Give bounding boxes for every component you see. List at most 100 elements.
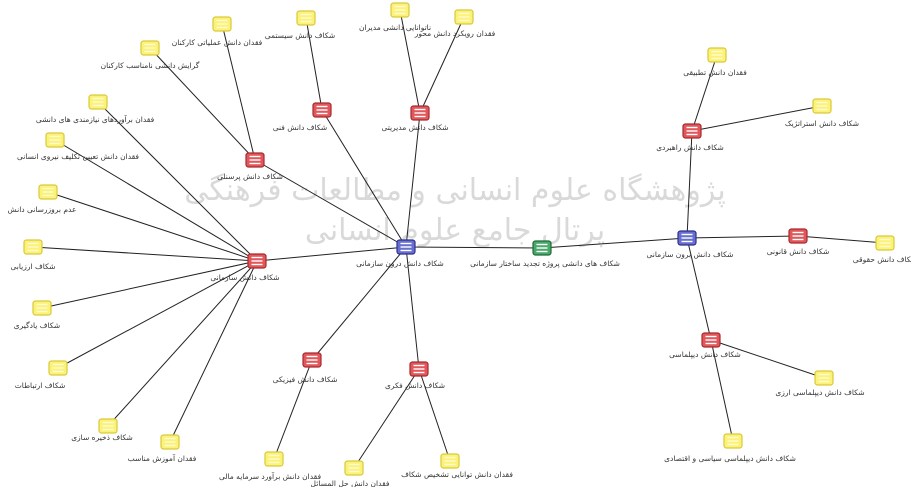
edge-organizational-y_storage (107, 260, 258, 427)
node-label: شکاف دانش دیپلماسی (669, 350, 741, 359)
node-y_capital[interactable]: فقدان دانش برآورد سرمایه مالی (219, 451, 321, 481)
node-label: فقدان برآوردهای نیازمندی های دانشی (36, 114, 155, 124)
node-label: شکاف دانش دیپلماسی ارزی (775, 388, 864, 397)
node-label: شکاف دانش برون سازمانی (647, 250, 734, 259)
node-root[interactable]: شکاف های دانشی پروژه تجدید ساختار سازمان… (470, 240, 620, 268)
edge-organizational-y_communication (57, 260, 258, 369)
node-organizational[interactable]: شکاف دانش سازمانی (210, 253, 280, 282)
node-label: فقدان دانش توانایی تشخیص شکاف (401, 470, 513, 479)
node-label: شکاف دانش درون سازمانی (356, 259, 444, 268)
node-label: شکاف دانش قانونی (767, 247, 830, 256)
watermark: پژوهشگاه علوم انسانی و مطالعات فرهنگی پر… (184, 173, 726, 248)
watermark-line-1: پژوهشگاه علوم انسانی و مطالعات فرهنگی (184, 173, 726, 208)
node-y_communication[interactable]: شکاف ارتباطات (15, 360, 68, 390)
node-label: گرایش دانشی نامناسب کارکنان (101, 61, 200, 70)
node-label: شکاف دانش مدیریتی (381, 123, 448, 132)
edge-inner-personnel (254, 159, 407, 248)
node-inner[interactable]: شکاف دانش درون سازمانی (356, 239, 444, 268)
edge-organizational-y_evaluation (32, 246, 258, 262)
node-y_learning[interactable]: شکاف یادگیری (14, 300, 60, 330)
node-label: شکاف ارزیابی (11, 262, 56, 271)
node-y_strategic[interactable]: شکاف دانش استراتژیک (785, 98, 859, 128)
edge-diplomacy-y_political (710, 339, 734, 442)
node-y_problem[interactable]: فقدان دانش حل المسائل (311, 460, 390, 487)
node-y_estimates[interactable]: فقدان برآوردهای نیازمندی های دانشی (36, 94, 155, 124)
node-y_workforce[interactable]: فقدان دانش تعیین تکلیف نیروی انسانی (17, 132, 139, 161)
node-personnel[interactable]: شکاف دانش پرسنلی (217, 152, 283, 181)
node-label: فقدان دانش تعیین تکلیف نیروی انسانی (17, 152, 139, 161)
edge-personnel-y_operational (221, 23, 256, 161)
node-label: فقدان آموزش مناسب (128, 453, 197, 463)
edge-organizational-y_learning (41, 260, 258, 309)
node-y_political[interactable]: شکاف دانش دیپلماسی سیاسی و اقتصادی (664, 433, 796, 463)
edge-strategic-y_strategic (691, 105, 823, 132)
node-managerial[interactable]: شکاف دانش مدیریتی (381, 105, 449, 132)
node-legal[interactable]: شکاف دانش قانونی (767, 228, 830, 256)
edge-organizational-y_estimates (97, 101, 258, 262)
node-y_capability[interactable]: ناتوانایی دانشی مدیران (359, 2, 431, 32)
node-y_approach[interactable]: فقدان رویکرد دانش محور (414, 9, 496, 38)
node-y_training[interactable]: فقدان آموزش مناسب (128, 434, 197, 463)
edge-organizational-y_training (169, 260, 258, 443)
node-label: شکاف ذخیره سازی (71, 433, 133, 442)
node-label: فقدان دانش حل المسائل (311, 479, 390, 487)
node-y_storage[interactable]: شکاف ذخیره سازی (71, 418, 133, 442)
node-diplomacy[interactable]: شکاف دانش دیپلماسی (669, 332, 741, 359)
node-label: شکاف دانش فکری (385, 381, 445, 390)
edge-managerial-y_approach (419, 16, 465, 114)
node-y_systemic[interactable]: شکاف دانش سیستمی (265, 10, 335, 40)
node-y_currency[interactable]: شکاف دانش دیپلماسی ارزی (775, 370, 865, 397)
node-y_applied[interactable]: فقدان دانش تطبیقی (683, 47, 747, 77)
edge-personnel-y_inappropriate (149, 47, 256, 161)
edge-strategic-y_applied (691, 54, 718, 132)
edge-root-inner (405, 246, 543, 249)
node-y_update[interactable]: عدم بروزرسانی دانش (8, 184, 77, 214)
edge-outer-strategic (686, 130, 693, 239)
node-y_diagnosis[interactable]: فقدان دانش توانایی تشخیص شکاف (401, 453, 513, 479)
nodes: شکاف های دانشی پروژه تجدید ساختار سازمان… (8, 2, 911, 487)
watermark-line-2: پرتال جامع علوم انسانی (305, 213, 605, 248)
node-intellectual[interactable]: شکاف دانش فکری (385, 361, 445, 390)
edge-intellectual-y_diagnosis (418, 368, 451, 462)
node-label: ناتوانایی دانشی مدیران (359, 23, 431, 32)
node-y_operational[interactable]: فقدان دانش عملیاتی کارکنان (172, 16, 263, 47)
node-label: شکاف ارتباطات (15, 381, 66, 390)
node-outer[interactable]: شکاف دانش برون سازمانی (647, 230, 734, 259)
node-label: شکاف دانش فنی (273, 123, 327, 132)
edge-diplomacy-y_currency (710, 339, 825, 379)
node-label: فقدان دانش برآورد سرمایه مالی (219, 471, 321, 481)
node-y_inappropriate[interactable]: گرایش دانشی نامناسب کارکنان (101, 40, 200, 70)
edge-intellectual-y_problem (353, 368, 420, 469)
node-physical[interactable]: شکاف دانش فیزیکی (273, 352, 338, 384)
node-technical[interactable]: شکاف دانش فنی (273, 102, 332, 132)
edge-managerial-y_capability (399, 9, 421, 114)
node-strategic[interactable]: شکاف دانش راهبردی (656, 123, 724, 152)
node-label: شکاف دانش راهبردی (656, 143, 724, 152)
node-label: فقدان دانش تطبیقی (683, 68, 747, 77)
edge-organizational-y_workforce (54, 139, 258, 262)
edge-inner-technical (321, 109, 407, 248)
node-label: فقدان رویکرد دانش محور (414, 29, 496, 38)
node-label: شکاف دانش پرسنلی (217, 172, 283, 181)
edge-organizational-y_update (47, 191, 258, 262)
node-label: شکاف دانش فیزیکی (273, 375, 338, 384)
node-y_rights[interactable]: شکاف دانش حقوقی (853, 235, 911, 264)
node-label: شکاف دانش استراتژیک (785, 119, 859, 128)
edge-outer-diplomacy (686, 237, 712, 341)
node-label: شکاف های دانشی پروژه تجدید ساختار سازمان… (470, 259, 620, 268)
node-label: شکاف دانش سیستمی (265, 31, 335, 40)
edge-physical-y_capital (273, 359, 313, 460)
edge-inner-physical (311, 246, 407, 361)
node-label: شکاف دانش دیپلماسی سیاسی و اقتصادی (664, 454, 796, 463)
edge-legal-y_rights (797, 235, 886, 244)
node-label: شکاف دانش سازمانی (210, 273, 279, 282)
edges (32, 9, 886, 469)
edge-outer-legal (686, 235, 799, 239)
edge-root-outer (541, 237, 688, 249)
node-y_evaluation[interactable]: شکاف ارزیابی (11, 239, 56, 271)
node-label: عدم بروزرسانی دانش (8, 205, 77, 214)
edge-inner-managerial (405, 112, 421, 248)
edge-inner-intellectual (405, 246, 420, 370)
